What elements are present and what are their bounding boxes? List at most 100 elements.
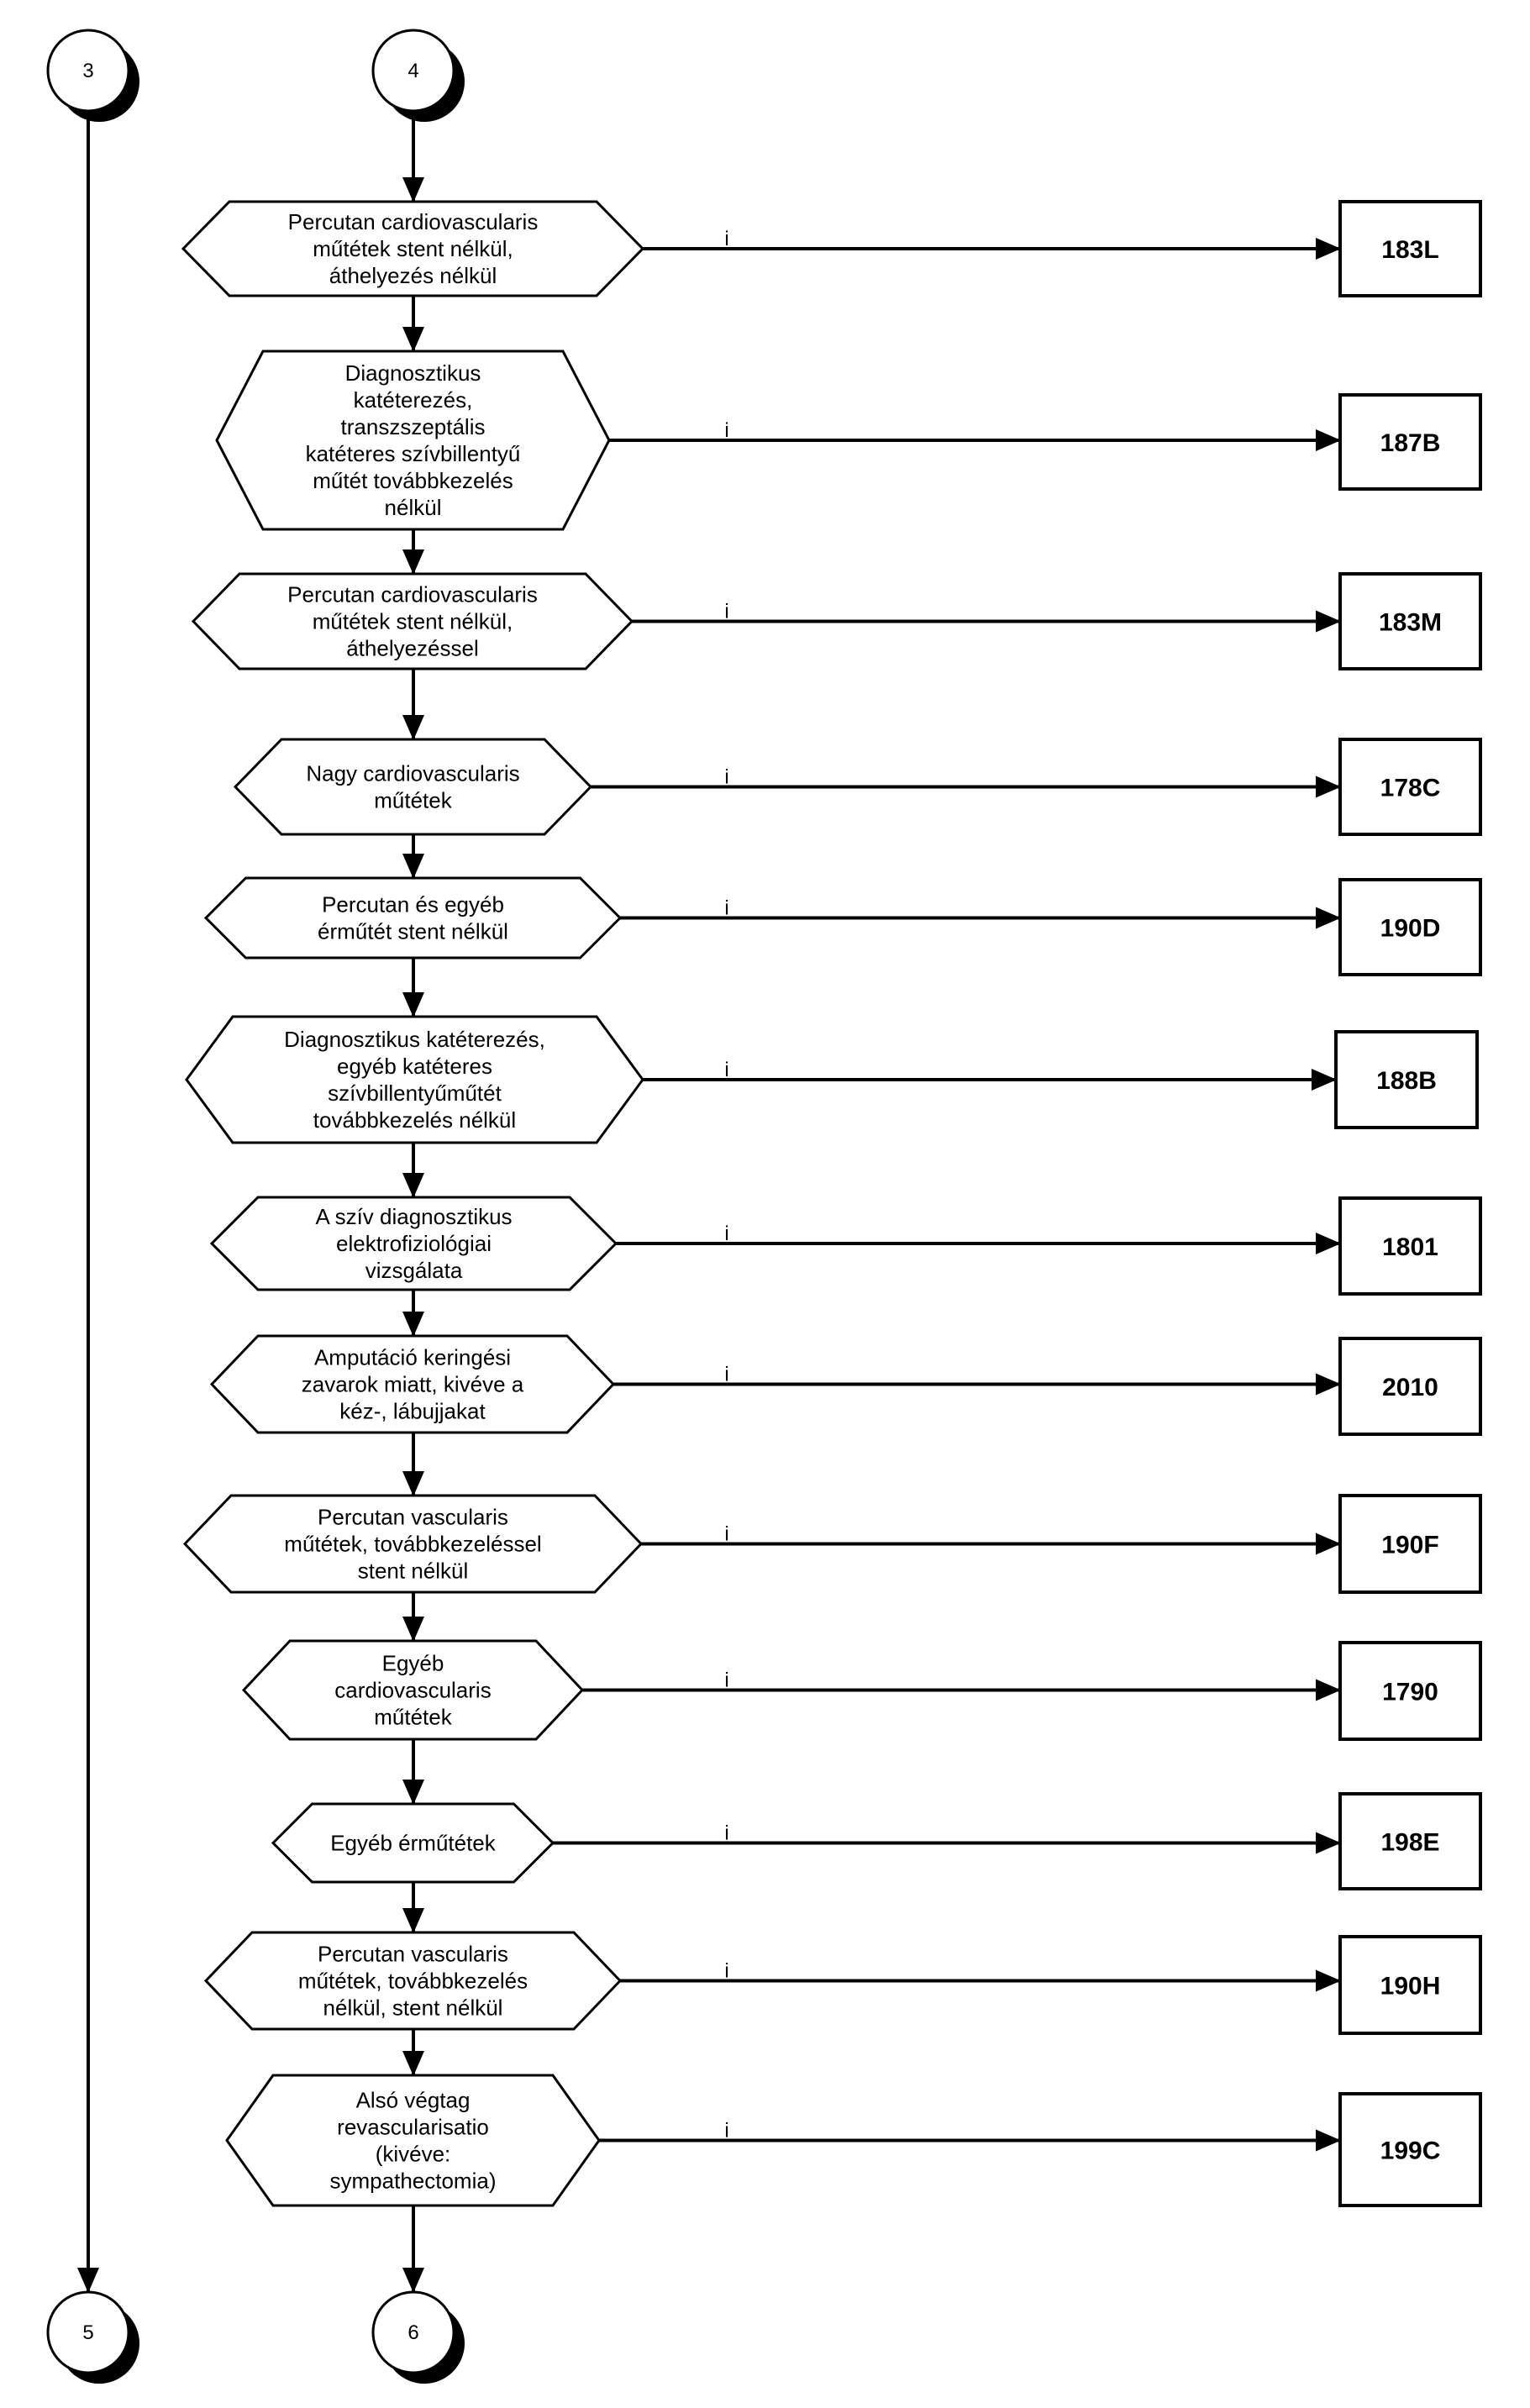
yes-arrow-label: i [724, 1669, 728, 1692]
decision-label-line: elektrofiziológiai [336, 1231, 492, 1256]
decision-node: A szív diagnosztikuselektrofiziológiaivi… [209, 1196, 1482, 1296]
decision-label-line: műtétek, továbbkezeléssel [284, 1532, 541, 1557]
decision-label-line: műtétek stent nélkül, [313, 236, 513, 261]
drg-code-box [1338, 1494, 1482, 1594]
decision-label-line: szívbillentyűműtét [328, 1080, 502, 1106]
drg-code-box [1338, 200, 1482, 297]
drg-code-label: 2010 [1382, 1374, 1438, 1401]
connector-6: 6 [371, 2290, 465, 2384]
decision-label-line: továbbkezelés nélkül [313, 1107, 516, 1133]
yes-arrow-label: i [724, 766, 728, 789]
decision-label-line: Percutan vascularis [318, 1942, 508, 1967]
yes-arrow-label: i [724, 2120, 728, 2142]
decision-label-line: stent nélkül [358, 1559, 469, 1584]
drg-code-box [1338, 1792, 1482, 1890]
decision-label-line: Percutan vascularis [318, 1505, 508, 1530]
connector-3-label: 3 [82, 60, 93, 82]
decision-label-line: műtét továbbkezelés [313, 468, 513, 493]
decision-label-line: Diagnosztikus katéterezés, [284, 1027, 545, 1052]
connector-5: 5 [46, 2290, 139, 2384]
yes-arrow-label: i [724, 897, 728, 920]
connector-6-label: 6 [407, 2321, 418, 2344]
decision-label-line: műtétek [374, 788, 452, 813]
decision-label-line: Percutan és egyéb [322, 892, 504, 917]
decision-label-line: áthelyezéssel [346, 636, 479, 661]
drg-code-label: 188B [1376, 1067, 1437, 1095]
decision-label-line: cardiovascularis [334, 1678, 491, 1703]
drg-code-box [1338, 738, 1482, 836]
drg-code-label: 183M [1379, 609, 1442, 637]
decision-label-line: Diagnosztikus [345, 360, 481, 386]
yes-arrow-label: i [724, 228, 728, 250]
yes-arrow-label: i [724, 1960, 728, 1983]
drg-code-label: 199C [1380, 2137, 1441, 2165]
decision-label-line: érműtét stent nélkül [318, 919, 508, 944]
decision-label-line: műtétek stent nélkül, [313, 609, 513, 634]
decision-label-line: Egyéb [382, 1651, 444, 1676]
decision-label-line: Percutan cardiovascularis [287, 582, 538, 607]
decision-label-line: kéz-, lábujjakat [339, 1399, 486, 1424]
decision-label-line: nélkül, stent nélkül [323, 1995, 503, 2021]
drg-code-box [1334, 1030, 1479, 1129]
decision-label-line: sympathectomia) [330, 2169, 497, 2194]
decision-label-line: áthelyezés nélkül [329, 263, 497, 288]
yes-arrow-label: i [724, 601, 728, 623]
yes-arrow-label: i [724, 1364, 728, 1386]
yes-arrow-label: i [724, 1059, 728, 1081]
drg-code-label: 198E [1380, 1829, 1439, 1857]
decision-label-line: Nagy cardiovascularis [306, 761, 519, 786]
decision-label-line: zavarok miatt, kivéve a [302, 1372, 524, 1397]
decision-label-line: katéteres szívbillentyű [306, 441, 521, 466]
drg-code-label: 190D [1380, 915, 1441, 943]
connector-3: 3 [46, 29, 139, 122]
yes-arrow-label: i [724, 419, 728, 442]
decision-label-line: Egyéb érműtétek [330, 1831, 497, 1856]
yes-arrow-label: i [724, 1523, 728, 1546]
decision-label-line: műtétek [374, 1705, 452, 1730]
decision-hexagon [203, 876, 623, 960]
drg-code-box [1338, 1196, 1482, 1296]
yes-arrow-label: i [724, 1822, 728, 1845]
yes-arrow-label: i [724, 1222, 728, 1245]
drg-code-box [1338, 1935, 1482, 2035]
decision-label-line: transzszeptális [341, 414, 486, 439]
decision-node: Alsó végtagrevascularisatio(kivéve:sympa… [225, 2074, 1482, 2207]
decision-label-line: műtétek, továbbkezelés [298, 1969, 528, 1994]
connector-4-label: 4 [407, 60, 418, 82]
drg-code-box [1338, 878, 1482, 976]
decision-hexagon [233, 738, 593, 836]
drg-code-label: 183L [1381, 236, 1438, 264]
decision-label-line: A szív diagnosztikus [315, 1204, 512, 1229]
drg-code-label: 178C [1380, 775, 1441, 802]
drg-code-label: 190F [1381, 1532, 1438, 1559]
decision-label-line: katéterezés, [354, 387, 473, 413]
drg-code-box [1338, 1641, 1482, 1741]
decision-label-line: Alsó végtag [356, 2088, 471, 2113]
decision-label-line: (kivéve: [376, 2142, 451, 2167]
decision-label-line: vizsgálata [365, 1258, 463, 1283]
decision-node: Diagnosztikus katéterezés,egyéb katétere… [185, 1015, 1479, 1144]
connector-5-label: 5 [82, 2321, 93, 2344]
decision-node: Egyéb érműtétek i 198E [271, 1792, 1482, 1890]
drg-code-label: 187B [1380, 429, 1441, 457]
drg-code-box [1338, 1337, 1482, 1436]
decision-label-line: Percutan cardiovascularis [288, 209, 539, 234]
decision-label-line: egyéb katéteres [337, 1054, 492, 1079]
drg-code-box [1338, 2092, 1482, 2207]
decision-label-line: nélkül [385, 495, 442, 520]
decision-label-line: Amputáció keringési [314, 1345, 511, 1370]
drg-code-label: 1790 [1382, 1679, 1438, 1706]
drg-code-label: 1801 [1382, 1233, 1438, 1261]
drg-code-label: 190H [1380, 1973, 1441, 2001]
decision-node: Diagnosztikuskatéterezés,transzszeptális… [215, 350, 1482, 531]
connector-4: 4 [371, 29, 465, 122]
drg-code-box [1338, 572, 1482, 670]
